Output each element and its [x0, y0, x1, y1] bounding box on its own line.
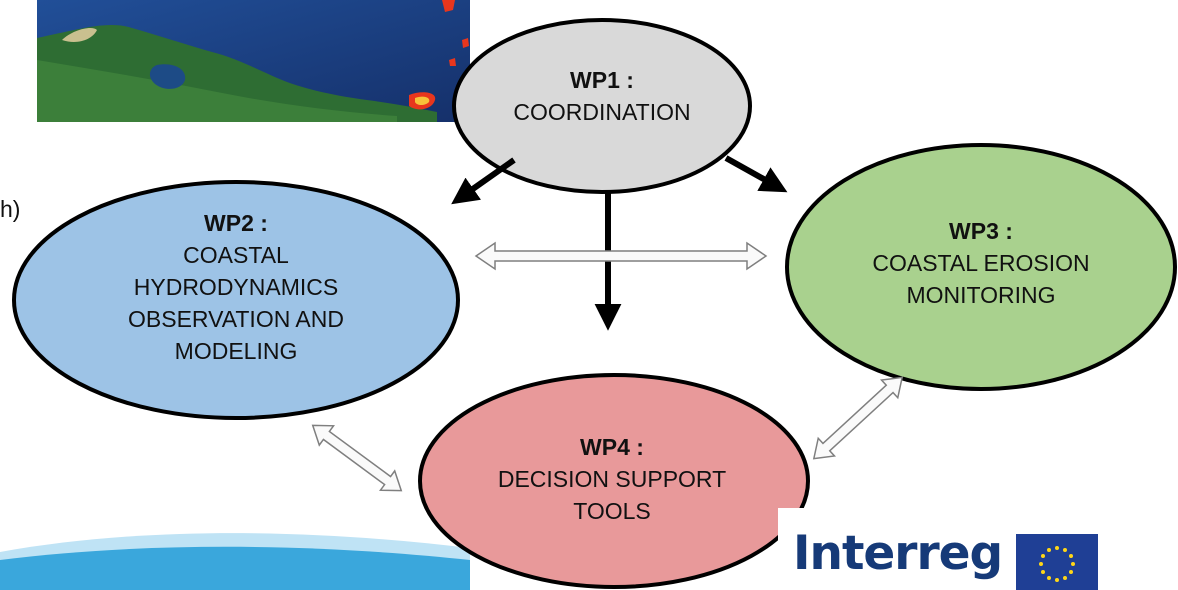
wp4-node: WP4 : DECISION SUPPORT TOOLS: [440, 420, 784, 538]
wp1-ellipse: [452, 18, 752, 194]
wp2-ellipse: [12, 180, 460, 420]
wp3-node: WP3 : COASTAL EROSION MONITORING: [815, 198, 1147, 328]
wp4-label-line-1: DECISION SUPPORT: [497, 466, 727, 492]
wp2-node: WP2 : COASTAL HYDRODYNAMICS OBSERVATION …: [60, 178, 412, 396]
wp2-title: WP2 :: [204, 210, 268, 236]
interreg-logo-text: Interreg: [793, 526, 1003, 581]
wp1-node: WP1 : COORDINATION: [470, 46, 734, 146]
double-arrow-wp2-wp3: [474, 241, 768, 271]
wp2-label-line-3: OBSERVATION AND: [128, 306, 344, 332]
wp1-label: COORDINATION: [513, 99, 691, 125]
wp3-label-line-2: MONITORING: [906, 282, 1056, 308]
map-image: [37, 0, 470, 122]
decorative-swoosh-dark: [0, 546, 470, 590]
arrow-wp1-to-wp3: [724, 155, 788, 193]
wp3-ellipse: [785, 143, 1177, 391]
interreg-logo: Interreg: [778, 508, 1178, 590]
wp4-title: WP4 :: [580, 434, 644, 460]
cutoff-text-fragment: h): [0, 196, 21, 222]
double-arrow-wp3-wp4: [812, 376, 904, 460]
wp2-label-line-4: MODELING: [174, 338, 298, 364]
double-arrow-wp2-wp4: [311, 424, 403, 492]
arrow-wp1-to-wp2: [451, 157, 516, 205]
wp3-title: WP3 :: [949, 218, 1013, 244]
wp4-ellipse: [418, 373, 810, 589]
wp3-label-line-1: COASTAL EROSION: [872, 250, 1090, 276]
wp2-label-line-1: COASTAL: [183, 242, 289, 268]
wp4-label-line-2: TOOLS: [573, 498, 651, 524]
wp1-title: WP1 :: [570, 67, 634, 93]
wp2-label-line-2: HYDRODYNAMICS: [133, 274, 339, 300]
eu-flag-icon: [1016, 534, 1098, 590]
